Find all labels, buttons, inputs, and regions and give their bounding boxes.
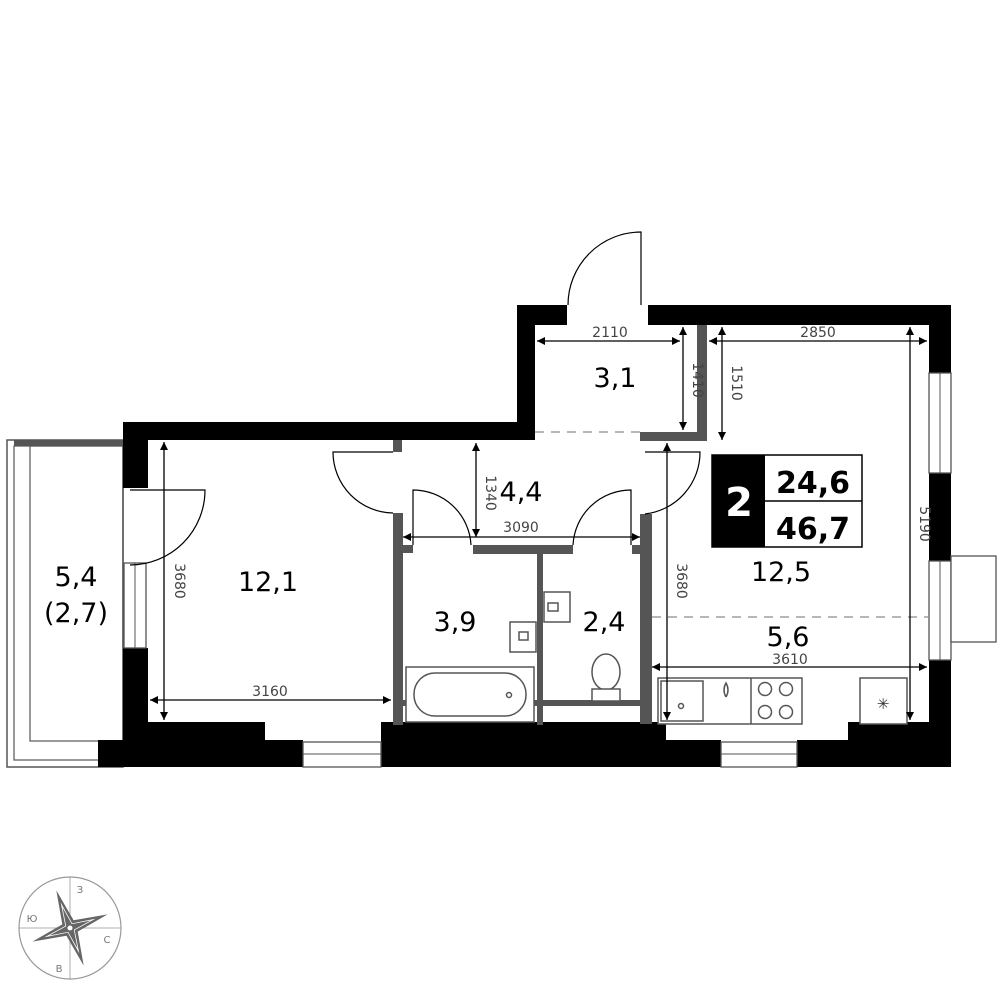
- fixtures: ✳: [405, 591, 908, 725]
- dim-3680-left: 3680: [171, 563, 187, 599]
- compass-yu: Ю: [27, 914, 38, 925]
- dim-3160: 3160: [252, 684, 288, 700]
- toilet-bowl: [591, 653, 621, 691]
- dim-5190: 5190: [916, 506, 932, 542]
- compass-v: В: [56, 964, 63, 975]
- room-area-balcony-reduced: (2,7): [44, 598, 108, 629]
- dim-1510: 1510: [728, 365, 744, 401]
- dim-2850: 2850: [800, 325, 836, 341]
- svg-text:✳: ✳: [877, 695, 890, 713]
- room-area-living-room: 12,5: [751, 557, 811, 588]
- area-summary-badge: 2 24,6 46,7: [711, 454, 863, 548]
- living-area: 24,6: [776, 466, 850, 501]
- compass-s: С: [104, 935, 111, 946]
- dim-1410: 1410: [689, 362, 705, 398]
- room-area-hall: 4,4: [500, 477, 543, 508]
- room-area-kitchen: 5,6: [767, 622, 810, 653]
- compass: З С В Ю: [18, 876, 122, 980]
- dim-2110: 2110: [592, 325, 628, 341]
- room-area-bathroom: 3,9: [434, 607, 477, 638]
- room-area-toilet: 2,4: [583, 607, 626, 638]
- compass-z: З: [77, 885, 83, 896]
- room-area-bedroom: 12,1: [238, 567, 298, 598]
- rooms-count: 2: [725, 480, 753, 526]
- dim-3610: 3610: [772, 652, 808, 668]
- dimension-lines: [150, 327, 927, 720]
- total-area: 46,7: [776, 512, 850, 547]
- room-area-balcony: 5,4: [55, 562, 98, 593]
- fridge: [859, 677, 908, 725]
- dim-1340: 1340: [482, 475, 498, 511]
- dim-3090: 3090: [503, 520, 539, 536]
- windows: [123, 372, 997, 768]
- room-area-wardrobe: 3,1: [594, 363, 637, 394]
- dim-3680-right: 3680: [673, 563, 689, 599]
- balcony: [6, 439, 124, 768]
- exterior-walls: [98, 305, 951, 767]
- doors: [129, 231, 701, 566]
